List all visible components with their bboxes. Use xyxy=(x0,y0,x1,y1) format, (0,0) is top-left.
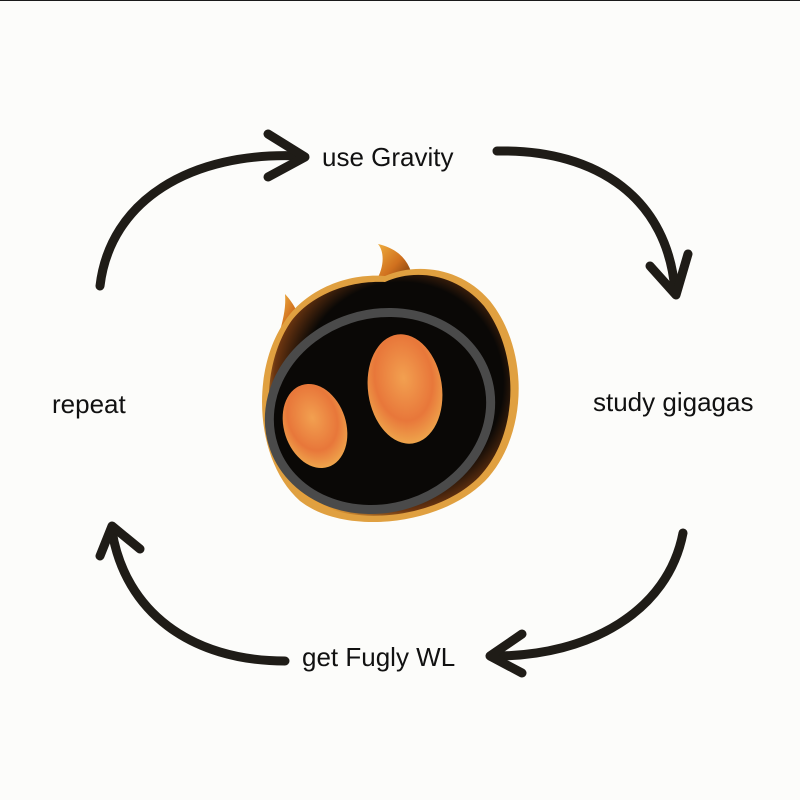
arrow-study-gigagas-to-get-fugly-wl xyxy=(485,528,688,678)
mascot-right-eye-icon xyxy=(367,334,443,444)
mascot-left-eye-icon xyxy=(282,383,348,469)
arrow-use-gravity-to-study-gigagas xyxy=(492,146,693,300)
fire-spirit-mascot-icon xyxy=(262,244,519,523)
step-use-gravity: use Gravity xyxy=(322,142,454,172)
arrow-repeat-to-use-gravity xyxy=(95,129,310,291)
step-study-gigagas: study gigagas xyxy=(593,387,754,417)
step-get-fugly-wl: get Fugly WL xyxy=(302,642,456,672)
step-repeat: repeat xyxy=(52,389,126,419)
arrow-get-fugly-wl-to-repeat xyxy=(95,521,290,666)
